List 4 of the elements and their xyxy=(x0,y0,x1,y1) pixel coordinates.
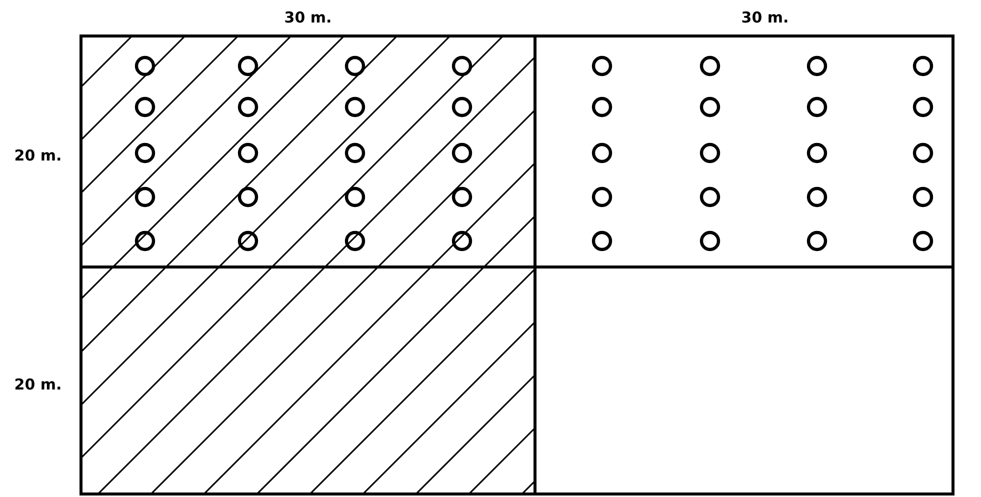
dimension-label: 30 m. xyxy=(741,10,789,26)
dimension-label: 20 m. xyxy=(14,378,62,392)
dimension-label: 30 m. xyxy=(284,10,332,26)
dimension-label: 20 m. xyxy=(14,148,62,164)
